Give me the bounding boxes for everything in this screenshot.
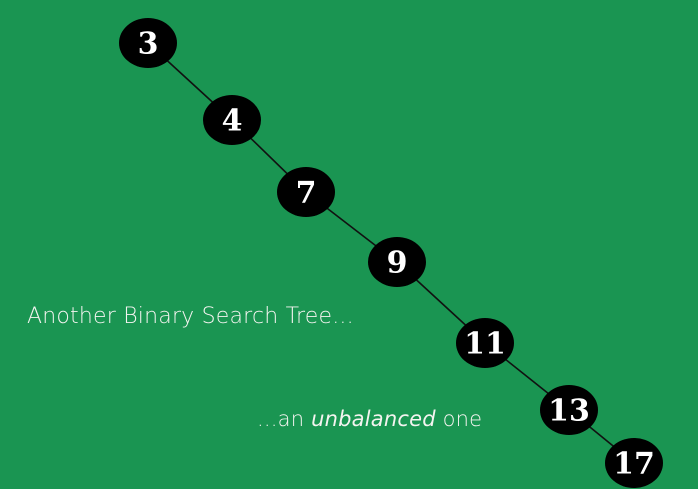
tree-node-circle xyxy=(540,385,598,435)
caption-title: Another Binary Search Tree... xyxy=(27,304,354,329)
tree-node-9: 9 xyxy=(368,237,426,287)
tree-node-label: 9 xyxy=(387,246,408,281)
tree-node-label: 7 xyxy=(296,176,317,211)
tree-node-label: 13 xyxy=(548,394,590,429)
tree-node-11: 11 xyxy=(456,318,514,368)
caption-subtitle: ...an unbalanced one xyxy=(257,407,482,431)
tree-node-label: 17 xyxy=(613,447,655,482)
tree-node-3: 3 xyxy=(119,18,177,68)
tree-node-label: 3 xyxy=(138,27,159,62)
caption-subtitle-emphasis: unbalanced xyxy=(311,407,436,431)
tree-node-circle xyxy=(456,318,514,368)
tree-node-circle xyxy=(119,18,177,68)
tree-node-circle xyxy=(368,237,426,287)
tree-node-17: 17 xyxy=(605,438,663,488)
tree-node-4: 4 xyxy=(203,95,261,145)
tree-nodes: 3 4 7 9 11 13 17 xyxy=(119,18,663,488)
tree-node-label: 11 xyxy=(464,327,506,362)
caption-subtitle-suffix: one xyxy=(435,407,483,431)
tree-node-label: 4 xyxy=(222,104,243,139)
tree-node-13: 13 xyxy=(540,385,598,435)
tree-node-circle xyxy=(605,438,663,488)
tree-node-circle xyxy=(203,95,261,145)
caption-subtitle-prefix: ...an xyxy=(257,407,312,431)
tree-node-7: 7 xyxy=(277,167,335,217)
tree-node-circle xyxy=(277,167,335,217)
